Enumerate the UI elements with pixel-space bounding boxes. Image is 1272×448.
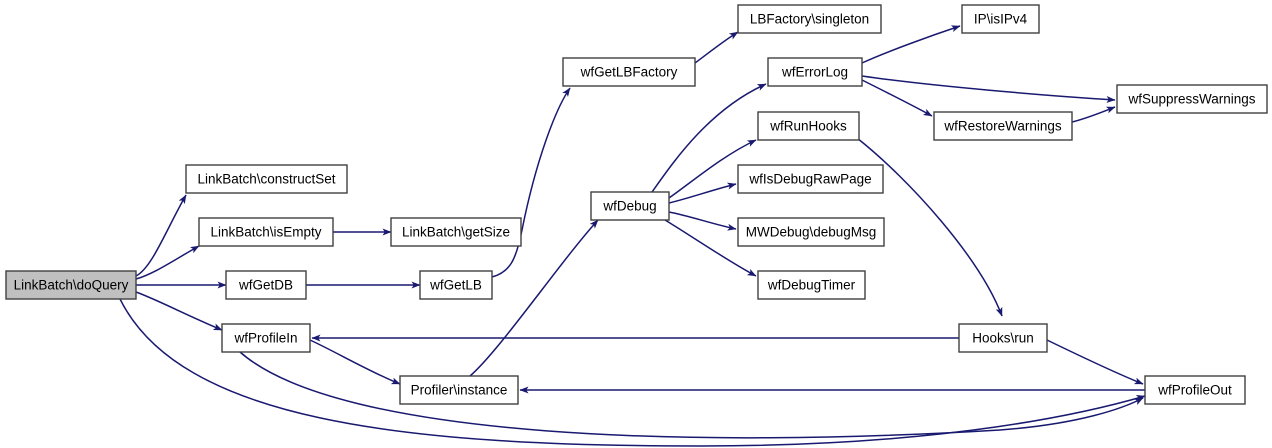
node-box-HooksRun[interactable] [958,323,1048,353]
node-ProfilerInstance[interactable]: Profiler\instance [399,375,519,405]
node-box-wfGetDB[interactable] [225,270,307,300]
edge-wfErrorLog-to-wfSuppressWarnings [861,75,1116,103]
edge-wfGetLB-to-wfGetLBFactory [491,87,571,278]
node-box-wfRunHooks[interactable] [757,111,860,141]
edge-wfGetLBFactory-to-LBFactorySingleton [694,31,739,64]
node-getSize[interactable]: LinkBatch\getSize [390,217,522,247]
node-box-wfErrorLog[interactable] [767,57,863,87]
node-wfSuppressWarnings[interactable]: wfSuppressWarnings [1116,84,1268,114]
edge-doQuery-to-isEmpty [135,245,200,280]
node-box-IPisIPv4[interactable] [961,4,1040,34]
node-box-wfGetLB[interactable] [419,270,493,300]
edge-doQuery-to-wfProfileOut [119,298,1146,447]
edge-wfDebug-to-wfDebugTimer [664,219,757,277]
node-box-isEmpty[interactable] [198,217,334,247]
edge-wfDebug-to-wfRunHooks [668,139,757,199]
node-doQuery[interactable]: LinkBatch\doQuery [5,270,137,300]
node-box-wfDebugTimer[interactable] [757,270,866,300]
node-box-MWDebugDebugMsg[interactable] [737,217,885,247]
edge-wfRunHooks-to-HooksRun [856,137,1003,317]
edge-ProfilerInstance-to-wfDebug [469,219,599,377]
node-wfGetLBFactory[interactable]: wfGetLBFactory [562,57,696,87]
edges-layer [119,25,1146,447]
node-wfRunHooks[interactable]: wfRunHooks [757,111,860,141]
node-wfDebug[interactable]: wfDebug [590,191,670,221]
edge-wfRestoreWarnings-to-wfSuppressWarnings [1071,106,1116,123]
edge-doQuery-to-constructSet [135,194,187,277]
node-box-wfSuppressWarnings[interactable] [1116,84,1268,114]
node-constructSet[interactable]: LinkBatch\constructSet [185,164,348,194]
node-box-ProfilerInstance[interactable] [399,375,519,405]
node-MWDebugDebugMsg[interactable]: MWDebug\debugMsg [737,217,885,247]
node-box-wfProfileIn[interactable] [221,323,311,353]
edge-wfErrorLog-to-wfRestoreWarnings [861,79,933,117]
node-box-LBFactorySingleton[interactable] [737,4,882,34]
node-LBFactorySingleton[interactable]: LBFactory\singleton [737,4,882,34]
node-box-wfRestoreWarnings[interactable] [933,111,1073,141]
node-wfGetLB[interactable]: wfGetLB [419,270,493,300]
node-HooksRun[interactable]: Hooks\run [958,323,1048,353]
node-IPisIPv4[interactable]: IP\isIPv4 [961,4,1040,34]
node-wfProfileOut[interactable]: wfProfileOut [1144,375,1246,405]
node-box-wfProfileOut[interactable] [1144,375,1246,405]
node-isEmpty[interactable]: LinkBatch\isEmpty [198,217,334,247]
edge-wfDebug-to-MWDebugDebugMsg [668,211,737,231]
node-wfGetDB[interactable]: wfGetDB [225,270,307,300]
node-box-wfGetLBFactory[interactable] [562,57,696,87]
node-wfRestoreWarnings[interactable]: wfRestoreWarnings [933,111,1073,141]
edge-wfProfileIn-to-wfProfileOut [239,351,1144,439]
edge-wfErrorLog-to-IPisIPv4 [861,25,961,64]
edge-doQuery-to-wfProfileIn [135,291,223,331]
edge-wfDebug-to-wfErrorLog [651,83,767,193]
node-wfErrorLog[interactable]: wfErrorLog [767,57,863,87]
node-box-constructSet[interactable] [185,164,348,194]
node-box-getSize[interactable] [390,217,522,247]
node-box-wfDebug[interactable] [590,191,670,221]
edge-wfProfileIn-to-ProfilerInstance [309,339,401,385]
node-box-doQuery[interactable] [5,270,137,300]
node-wfDebugTimer[interactable]: wfDebugTimer [757,270,866,300]
node-box-wfIsDebugRawPage[interactable] [737,164,884,194]
nodes-layer: LinkBatch\doQueryLinkBatch\constructSetL… [5,4,1268,405]
edge-HooksRun-to-wfProfileOut [1046,339,1144,385]
node-wfIsDebugRawPage[interactable]: wfIsDebugRawPage [737,164,884,194]
node-wfProfileIn[interactable]: wfProfileIn [221,323,311,353]
edge-wfDebug-to-wfIsDebugRawPage [668,182,737,204]
